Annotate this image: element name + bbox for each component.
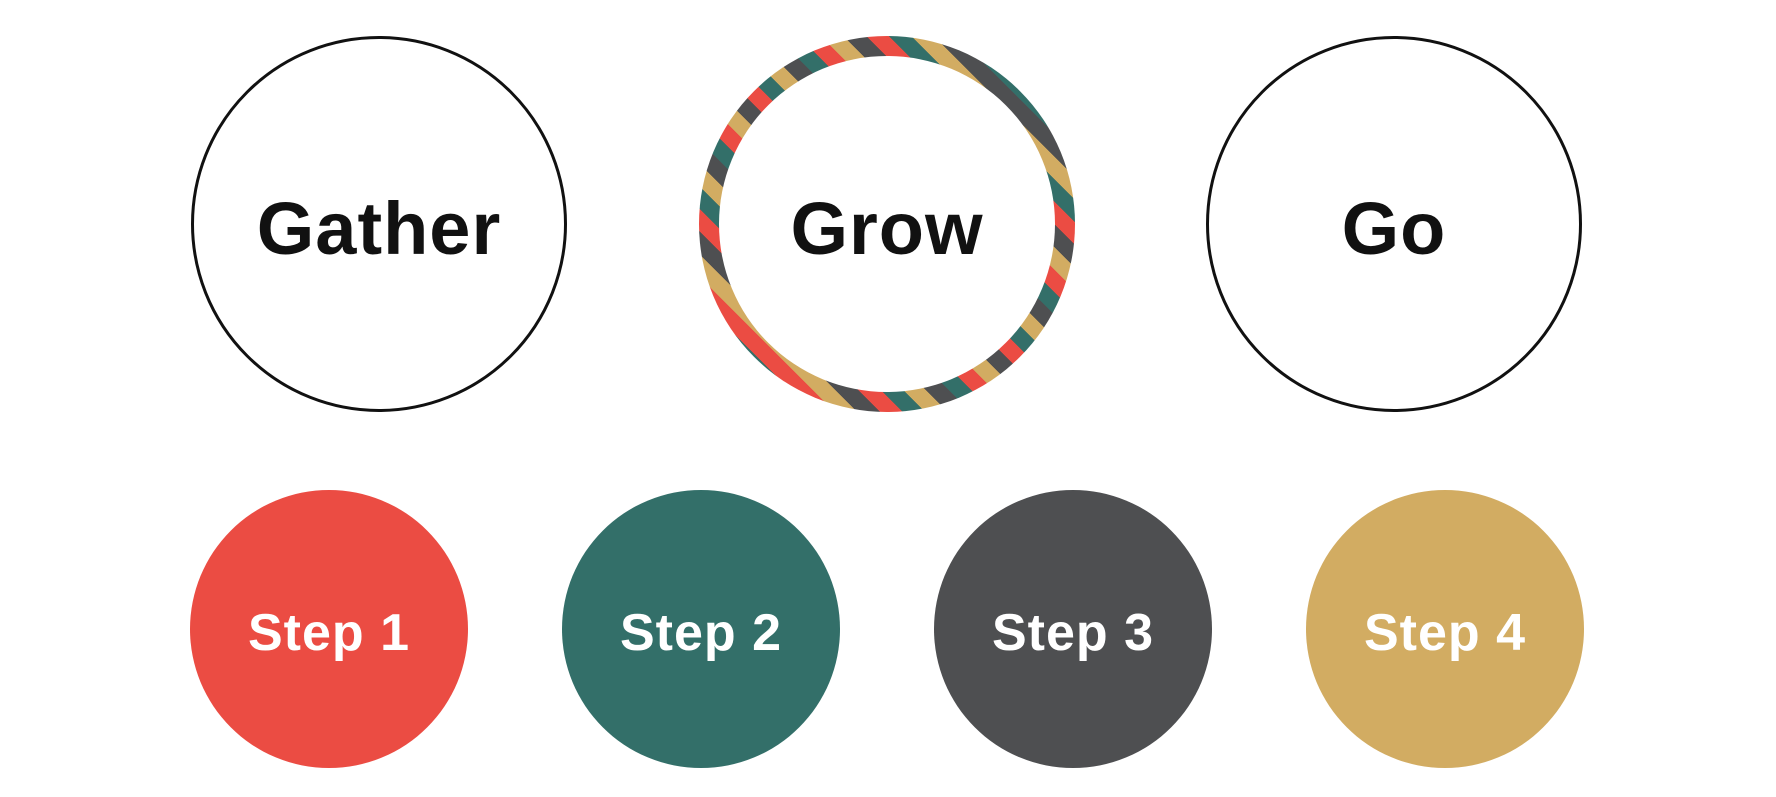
step-2-label: Step 2 <box>619 604 783 662</box>
step-1-circle: Step 1 <box>190 490 468 768</box>
step-3-label: Step 3 <box>991 604 1155 662</box>
phase-gather-label: Gather <box>256 186 502 270</box>
phase-grow-label: Grow <box>790 186 984 270</box>
step-1-label: Step 1 <box>247 604 411 662</box>
step-4-circle: Step 4 <box>1306 490 1584 768</box>
phase-go-circle: Go <box>1206 36 1582 412</box>
step-4-label: Step 4 <box>1363 604 1527 662</box>
phase-gather-circle: Gather <box>191 36 567 412</box>
step-3-circle: Step 3 <box>934 490 1212 768</box>
phase-grow-inner: Grow <box>719 56 1055 392</box>
phase-grow-circle: Grow <box>699 36 1075 412</box>
phase-go-label: Go <box>1341 186 1447 270</box>
step-2-circle: Step 2 <box>562 490 840 768</box>
